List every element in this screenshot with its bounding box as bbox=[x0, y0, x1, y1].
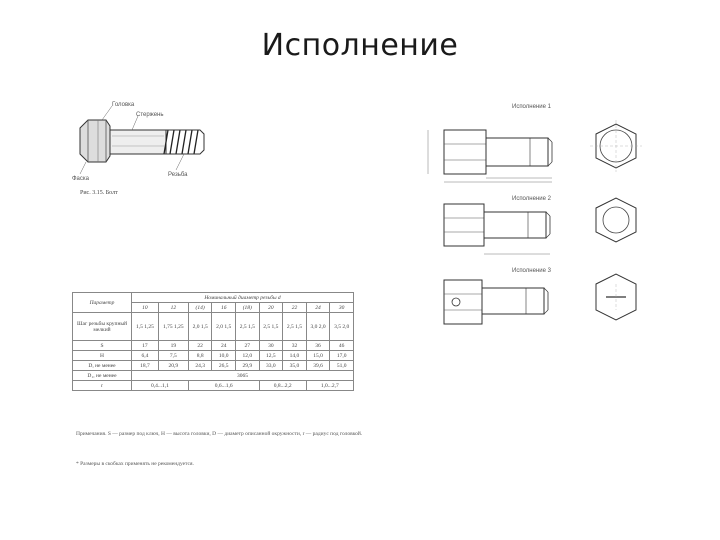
column-header: (18) bbox=[235, 302, 260, 313]
table-cell: 14,0 bbox=[282, 350, 307, 361]
column-header: 30 bbox=[329, 302, 354, 313]
bolt-dimensions-table: Параметр Номинальный диаметр резьбы d 10… bbox=[72, 292, 355, 391]
table-cell: 39,6 bbox=[305, 360, 331, 371]
table-cell: 46 bbox=[329, 340, 354, 351]
table-row: S 17 19 22 24 27 30 32 36 46 bbox=[72, 340, 354, 351]
variant-1-drawing: Исполнение 1 bbox=[427, 104, 642, 183]
row-label: r bbox=[72, 380, 132, 391]
table-cell: 6,4 bbox=[131, 350, 159, 361]
column-header: 10 bbox=[131, 302, 159, 313]
table-cell: 2,5 1,5 bbox=[258, 312, 284, 341]
variant-3-drawing: Исполнение 3 bbox=[443, 268, 637, 325]
table-cell: 24,3 bbox=[187, 360, 213, 371]
row-label: S bbox=[72, 340, 132, 351]
table-header-row: Параметр Номинальный диаметр резьбы d bbox=[72, 292, 354, 313]
slide-title: Исполнение bbox=[261, 28, 459, 63]
variant-2-drawing: Исполнение 2 bbox=[443, 196, 637, 255]
bolt-thread bbox=[163, 129, 199, 155]
row-label: D, не менее bbox=[72, 360, 132, 371]
table-cell: 2,5 1,5 bbox=[235, 312, 260, 341]
row-label: D₁, не менее bbox=[72, 370, 132, 381]
column-header: 12 bbox=[157, 302, 189, 313]
table-cell: 33,0 bbox=[258, 360, 284, 371]
table-cell: 2,5 1,5 bbox=[282, 312, 307, 341]
column-header: 22 bbox=[282, 302, 307, 313]
table-cell: 17 bbox=[131, 340, 159, 351]
column-header: 20 bbox=[258, 302, 284, 313]
column-header: 16 bbox=[211, 302, 236, 313]
table-cell: 51,0 bbox=[329, 360, 354, 371]
table-cell: 18,7 bbox=[131, 360, 159, 371]
table-cell: 2,0 1,5 bbox=[211, 312, 236, 341]
table-cell: 12,0 bbox=[235, 350, 260, 361]
table-cell: 1,5 1,25 bbox=[131, 312, 159, 341]
variant-3-label: Исполнение 3 bbox=[512, 268, 552, 274]
table-cell: 15,0 bbox=[305, 350, 331, 361]
bolt-label-shank: Стержень bbox=[136, 112, 163, 118]
table-cell: 8,8 bbox=[187, 350, 213, 361]
table-legend-note: Примечания. S — размер под ключ, H — выс… bbox=[76, 431, 363, 437]
table-cell: 30 bbox=[258, 340, 284, 351]
variant-1-label: Исполнение 1 bbox=[512, 104, 552, 110]
table-group-header: Номинальный диаметр резьбы d bbox=[131, 292, 354, 303]
bolt-illustration: Головка Стержень Фаска Резьба bbox=[72, 102, 205, 182]
table-cell: 19 bbox=[157, 340, 189, 351]
table-param-header: Параметр bbox=[72, 292, 132, 313]
bolt-head bbox=[79, 119, 111, 163]
table-row: D, не менее 18,7 20,9 24,3 26,5 29,9 33,… bbox=[72, 360, 354, 371]
table-cell: 0,8...2,2 bbox=[258, 380, 307, 391]
table-cell: 1,75 1,25 bbox=[157, 312, 189, 341]
table-row: Шаг резьбы крупный мелкий 1,5 1,25 1,75 … bbox=[72, 312, 354, 341]
table-row: H 6,4 7,5 8,8 10,0 12,0 12,5 14,0 15,0 1… bbox=[72, 350, 354, 361]
bolt-label-thread: Резьба bbox=[168, 172, 188, 178]
table-cell: 32 bbox=[282, 340, 307, 351]
column-header: (14) bbox=[187, 302, 213, 313]
table-row: r 0,4...1,1 0,6...1,6 0,8...2,2 1,0...2,… bbox=[72, 380, 355, 391]
table-cell: 3,5 2,0 bbox=[329, 312, 354, 341]
table-cell: 2,0 1,5 bbox=[187, 312, 213, 341]
table-cell: 7,5 bbox=[157, 350, 189, 361]
table-cell: 24 bbox=[211, 340, 236, 351]
table-cell: 29,9 bbox=[235, 360, 260, 371]
bolt-label-head: Головка bbox=[112, 102, 135, 108]
bolt-label-chamfer: Фаска bbox=[72, 176, 90, 182]
bolt-caption: Рис. 3.15. Болт bbox=[80, 190, 118, 196]
row-label: H bbox=[72, 350, 132, 361]
bolt-shank bbox=[109, 129, 167, 155]
variant-2-label: Исполнение 2 bbox=[512, 196, 552, 202]
table-row: D₁, не менее 3065 bbox=[72, 370, 354, 381]
table-cell: 26,5 bbox=[211, 360, 236, 371]
table-cell: 1,0...2,7 bbox=[305, 380, 355, 391]
table-footnote: * Размеры в скобках применять не рекомен… bbox=[76, 461, 194, 467]
table-cell: 22 bbox=[187, 340, 213, 351]
table-cell: 3,0 2,0 bbox=[305, 312, 331, 341]
table-cell: 20,9 bbox=[157, 360, 189, 371]
table-cell: 0,6...1,6 bbox=[187, 380, 260, 391]
column-header: 24 bbox=[305, 302, 331, 313]
table-cell: 17,0 bbox=[329, 350, 354, 361]
table-cell: 27 bbox=[235, 340, 260, 351]
table-cell: 0,4...1,1 bbox=[131, 380, 189, 391]
table-cell: 12,5 bbox=[258, 350, 284, 361]
table-cell: 36 bbox=[305, 340, 331, 351]
table-cell: 10,0 bbox=[211, 350, 236, 361]
table-cell: 35,0 bbox=[282, 360, 307, 371]
row-label: Шаг резьбы крупный мелкий bbox=[72, 312, 132, 341]
table-cell: 3065 bbox=[131, 370, 354, 381]
